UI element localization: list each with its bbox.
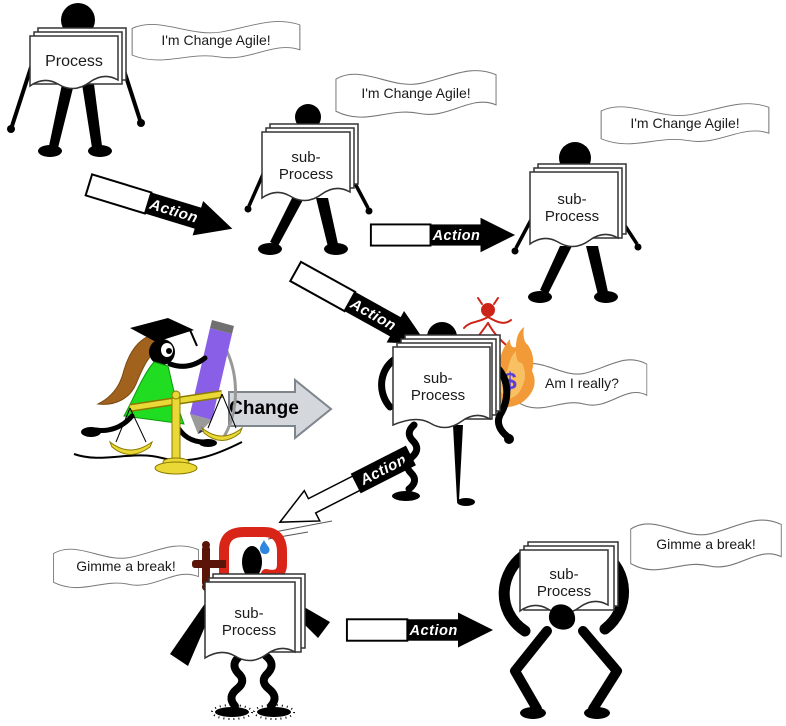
banner-change-agile-2: I'm Change Agile! bbox=[332, 64, 500, 122]
arrow-label-box bbox=[350, 445, 416, 494]
banner-text: I'm Change Agile! bbox=[361, 85, 471, 101]
document-label-2: Process bbox=[279, 166, 333, 183]
action-arrow-3: Action bbox=[282, 251, 440, 365]
legs bbox=[528, 246, 618, 303]
action-arrow-5: Action bbox=[344, 608, 496, 652]
banner-text: Gimme a break! bbox=[656, 536, 756, 552]
banner-shape bbox=[131, 21, 301, 61]
action-label: Action bbox=[432, 228, 481, 244]
action-arrow-2: Action bbox=[368, 213, 518, 257]
justice-scales-icon bbox=[108, 390, 244, 475]
document-stack bbox=[529, 163, 627, 248]
document-label: sub- bbox=[423, 370, 452, 387]
change-agent-clipart bbox=[72, 312, 247, 482]
change-arrow-shape bbox=[228, 377, 333, 441]
document-label: sub- bbox=[557, 191, 586, 208]
banner-gimme-a-break-2: Gimme a break! bbox=[627, 513, 785, 575]
banner-change-agile-3: I'm Change Agile! bbox=[597, 98, 773, 148]
legs bbox=[38, 84, 112, 157]
figure-subprocess-4: sub- Process bbox=[160, 518, 345, 726]
change-label: Change bbox=[229, 398, 299, 419]
arrow-label-box bbox=[430, 224, 483, 246]
banner-shape bbox=[630, 519, 782, 571]
banner-shape bbox=[53, 545, 199, 589]
arrow-tail bbox=[345, 618, 409, 642]
foot bbox=[584, 707, 610, 719]
banner-am-i-really: Am I really? bbox=[514, 353, 650, 413]
ground-swoosh bbox=[73, 441, 243, 462]
banner-text: Am I really? bbox=[545, 375, 619, 391]
arrow-head bbox=[480, 217, 516, 253]
pencil-icon bbox=[190, 320, 234, 434]
document-label-2: Process bbox=[537, 583, 591, 600]
legs bbox=[510, 626, 622, 714]
figure-subprocess-2: sub- Process bbox=[500, 128, 670, 308]
document-stack bbox=[392, 334, 501, 429]
banner-text: I'm Change Agile! bbox=[630, 115, 740, 131]
foot bbox=[520, 707, 546, 719]
figure-subprocess-5: sub- Process bbox=[483, 513, 668, 726]
banner-change-agile-1: I'm Change Agile! bbox=[128, 16, 304, 64]
document-label-2: Process bbox=[411, 387, 465, 404]
document-label: Process bbox=[45, 53, 103, 70]
head bbox=[242, 546, 262, 578]
banner-shape bbox=[516, 359, 648, 409]
arrow-label-box bbox=[407, 619, 460, 641]
banner-shape bbox=[335, 70, 497, 118]
arrow-label-box bbox=[344, 291, 403, 338]
figure-subprocess-1: sub- Process bbox=[230, 100, 390, 270]
document-stack bbox=[29, 27, 127, 90]
arrow-head bbox=[192, 200, 233, 236]
legs bbox=[392, 421, 475, 506]
banner-text: I'm Change Agile! bbox=[161, 32, 271, 48]
change-arrow: Change bbox=[227, 377, 333, 441]
document-label-2: Process bbox=[545, 208, 599, 225]
arrow-label-box bbox=[144, 192, 204, 230]
document-label: sub- bbox=[549, 566, 578, 583]
document-label: sub- bbox=[291, 149, 320, 166]
action-label: Action bbox=[408, 623, 457, 639]
legs bbox=[258, 198, 348, 255]
bowed-head bbox=[548, 604, 576, 630]
banner-text: Gimme a break! bbox=[76, 558, 176, 574]
legs bbox=[211, 652, 295, 720]
document-stack bbox=[519, 541, 619, 615]
document-label-2: Process bbox=[222, 622, 276, 639]
action-arrow-4: Action bbox=[266, 434, 425, 544]
document-stack bbox=[204, 573, 306, 662]
document-stack bbox=[261, 123, 359, 202]
action-arrow-1: Action bbox=[80, 163, 242, 251]
document-label: sub- bbox=[234, 605, 263, 622]
sweat-drop-icon bbox=[260, 540, 270, 555]
figure-process-holder: Process bbox=[0, 0, 160, 200]
figure-subprocess-3: $ sub- Process bbox=[370, 295, 555, 530]
banner-shape bbox=[600, 103, 770, 145]
graduate-woman-icon bbox=[73, 318, 243, 462]
banner-gimme-a-break-1: Gimme a break! bbox=[50, 540, 202, 592]
arrow-head bbox=[458, 612, 494, 648]
